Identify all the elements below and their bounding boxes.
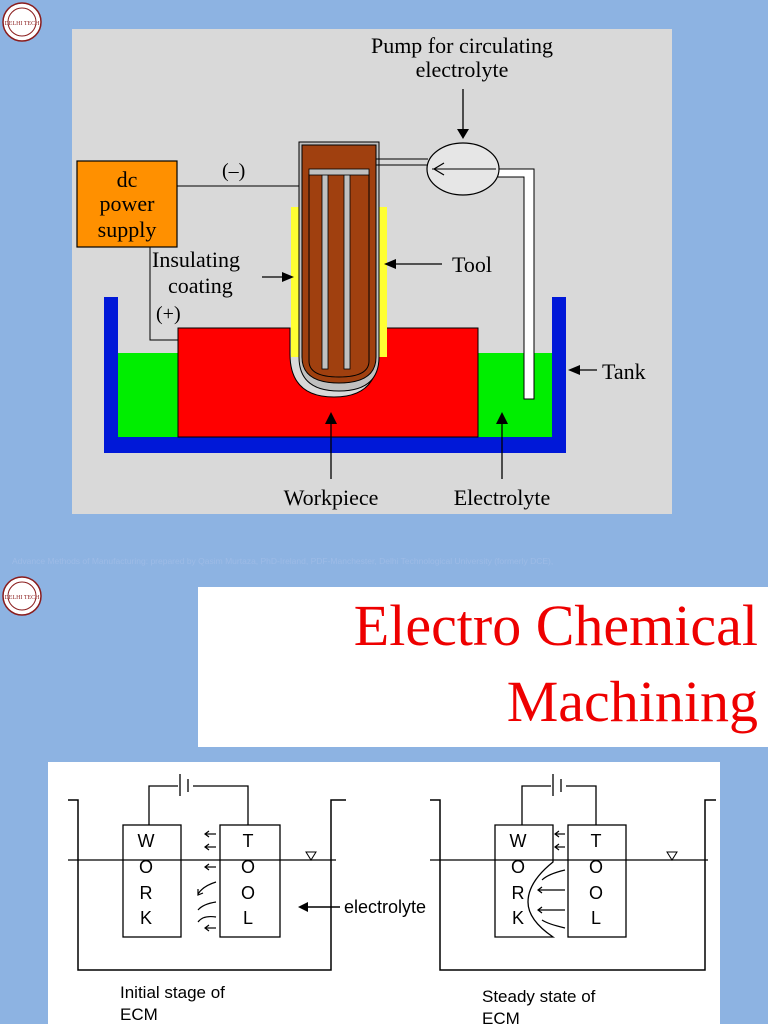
slide-title: Electro Chemical Machining (198, 587, 768, 747)
power-label-line1: dc (117, 167, 138, 192)
svg-text:W: W (138, 831, 155, 851)
pump-label-line1: Pump for circulating (371, 33, 553, 58)
title-line-2: Machining (506, 669, 758, 734)
svg-text:O: O (589, 883, 603, 903)
svg-text:R: R (140, 883, 153, 903)
svg-text:DELHI TECH: DELHI TECH (4, 21, 40, 27)
svg-text:K: K (512, 908, 524, 928)
svg-text:O: O (241, 857, 255, 877)
positive-wire (149, 247, 178, 341)
power-label-line3: supply (98, 217, 157, 242)
electrolyte-pointer-label: electrolyte (344, 897, 426, 917)
svg-text:K: K (140, 908, 152, 928)
positive-label: (+) (156, 303, 181, 325)
tool-label: Tool (452, 252, 492, 277)
footer-note: Advance Methods of Manufacturing: prepar… (12, 556, 554, 566)
pump-label-line2: electrolyte (416, 57, 509, 82)
svg-text:L: L (243, 908, 253, 928)
tool (301, 144, 377, 384)
svg-text:L: L (591, 908, 601, 928)
negative-label: (–) (222, 160, 245, 182)
power-label-line2: power (100, 191, 156, 216)
initial-stage: W O R K T O O L Initial stage of ECM (68, 774, 346, 1024)
svg-text:W: W (510, 831, 527, 851)
tank (104, 297, 566, 453)
university-logo: DELHI TECH (2, 2, 42, 42)
svg-text:DELHI TECH: DELHI TECH (4, 595, 40, 601)
svg-text:O: O (589, 857, 603, 877)
tank-label: Tank (602, 359, 646, 384)
insulating-label-line1: Insulating (152, 247, 240, 272)
svg-text:O: O (241, 883, 255, 903)
electrolyte-left (118, 353, 178, 437)
insulating-label-line2: coating (168, 273, 233, 298)
university-logo: DELHI TECH (2, 576, 42, 616)
svg-text:Steady state of: Steady state of (482, 987, 596, 1006)
ecm-stages-diagram: W O R K T O O L Initial stage of ECM ele… (48, 762, 720, 1024)
electrolyte-label: Electrolyte (454, 485, 551, 510)
ecm-setup-svg: Pump for circulating electrolyte dc powe… (76, 33, 646, 510)
svg-text:ECM: ECM (482, 1009, 520, 1024)
svg-text:R: R (512, 883, 525, 903)
svg-text:Initial stage of: Initial stage of (120, 983, 225, 1002)
svg-text:O: O (139, 857, 153, 877)
svg-text:ECM: ECM (120, 1005, 158, 1024)
svg-text:T: T (591, 831, 602, 851)
dc-power-supply (76, 160, 178, 248)
svg-text:O: O (511, 857, 525, 877)
ecm-stages-svg: W O R K T O O L Initial stage of ECM ele… (68, 774, 716, 1024)
title-line-1: Electro Chemical (353, 593, 758, 658)
steady-stage: W O R K T O O L Steady state of ECM (430, 774, 716, 1024)
ecm-setup-diagram: Pump for circulating electrolyte dc powe… (72, 29, 672, 514)
workpiece-label: Workpiece (284, 485, 379, 510)
electrolyte-right (478, 353, 552, 437)
svg-text:T: T (243, 831, 254, 851)
